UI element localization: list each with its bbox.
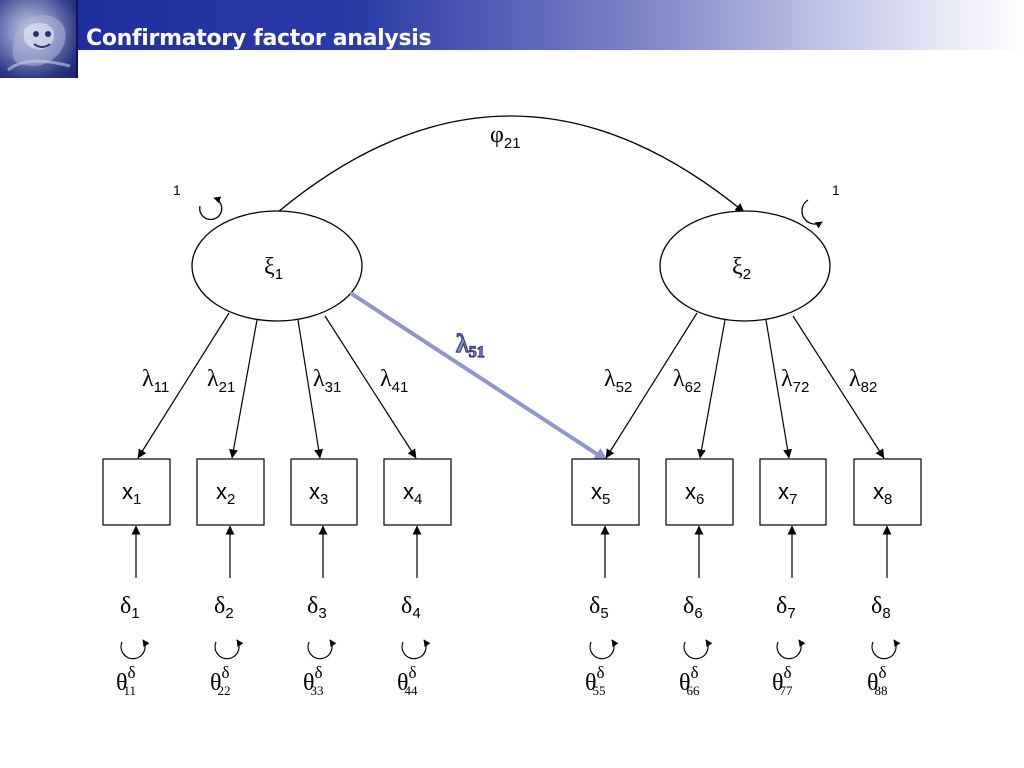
indicator-label-3: x3 xyxy=(309,479,328,508)
loading-arrow-6 xyxy=(697,319,726,459)
loading-label-6: λ62 xyxy=(673,366,701,396)
error-label-7: δ7 xyxy=(776,593,796,622)
slide-header-bar xyxy=(0,0,1024,52)
error-variance-loop-8 xyxy=(871,639,901,660)
factor-2-label: ξ2 xyxy=(732,254,751,283)
error-variance-loop-2 xyxy=(214,639,244,660)
loading-label-3: λ31 xyxy=(313,366,341,396)
indicator-box-2 xyxy=(196,458,265,526)
error-variance-loop-3 xyxy=(307,639,337,660)
indicator-box-8 xyxy=(853,458,922,526)
lion-emblem-icon xyxy=(0,0,78,78)
indicator-label-2: x2 xyxy=(216,479,235,508)
factor-1-variance-label: 1 xyxy=(173,182,181,198)
cross-loading-arrow xyxy=(350,292,609,462)
covariance-arrow xyxy=(268,115,745,221)
indicator-label-1: x1 xyxy=(122,479,141,508)
loading-arrow-2 xyxy=(229,319,258,459)
loading-arrow-7 xyxy=(765,319,793,459)
error-label-3: δ3 xyxy=(307,593,327,622)
error-variance-loop-6 xyxy=(683,639,713,660)
indicator-box-3 xyxy=(290,458,358,526)
factor-2-variance-loop xyxy=(801,199,823,229)
loading-arrow-5 xyxy=(605,312,698,459)
indicator-box-7 xyxy=(759,458,827,526)
indicator-label-8: x8 xyxy=(873,479,892,508)
slide-title: Confirmatory factor analysis xyxy=(86,26,432,51)
loading-label-4: λ41 xyxy=(380,366,408,396)
error-variance-loop-7 xyxy=(776,639,806,660)
error-label-8: δ8 xyxy=(871,593,891,622)
loading-arrow-8 xyxy=(792,315,885,459)
error-variance-loop-4 xyxy=(401,639,431,660)
indicator-box-1 xyxy=(102,458,171,526)
loading-label-8: λ82 xyxy=(849,366,877,396)
indicator-label-4: x4 xyxy=(403,479,422,508)
indicator-label-6: x6 xyxy=(685,479,704,508)
covariance-label: φ21 xyxy=(490,122,521,152)
factor-1-ellipse xyxy=(191,210,363,322)
indicator-label-5: x5 xyxy=(591,479,610,508)
indicator-box-5 xyxy=(571,458,640,526)
error-label-5: δ5 xyxy=(589,593,609,622)
error-label-4: δ4 xyxy=(401,593,421,622)
factor-1-label: ξ1 xyxy=(264,254,283,283)
loading-arrow-4 xyxy=(324,315,417,459)
loading-label-7: λ72 xyxy=(781,366,809,396)
header-divider xyxy=(0,50,1024,52)
error-variance-loop-5 xyxy=(589,639,619,660)
indicator-box-4 xyxy=(383,458,452,526)
indicator-label-7: x7 xyxy=(778,479,797,508)
factor-2-variance-label: 1 xyxy=(832,182,840,198)
loading-label-5: λ52 xyxy=(604,366,632,396)
loading-label-2: λ21 xyxy=(207,366,235,396)
factor-2-ellipse xyxy=(659,210,831,322)
error-label-2: δ2 xyxy=(214,593,234,622)
indicator-box-6 xyxy=(665,458,734,526)
loading-arrow-3 xyxy=(297,319,324,459)
cross-loading-label: λ51 xyxy=(456,329,485,361)
loading-arrow-1 xyxy=(137,312,230,459)
error-variance-loop-1 xyxy=(120,639,150,660)
factor-1-variance-loop xyxy=(199,196,223,221)
error-label-1: δ1 xyxy=(120,593,140,622)
error-label-6: δ6 xyxy=(683,593,703,622)
loading-label-1: λ11 xyxy=(142,366,169,396)
